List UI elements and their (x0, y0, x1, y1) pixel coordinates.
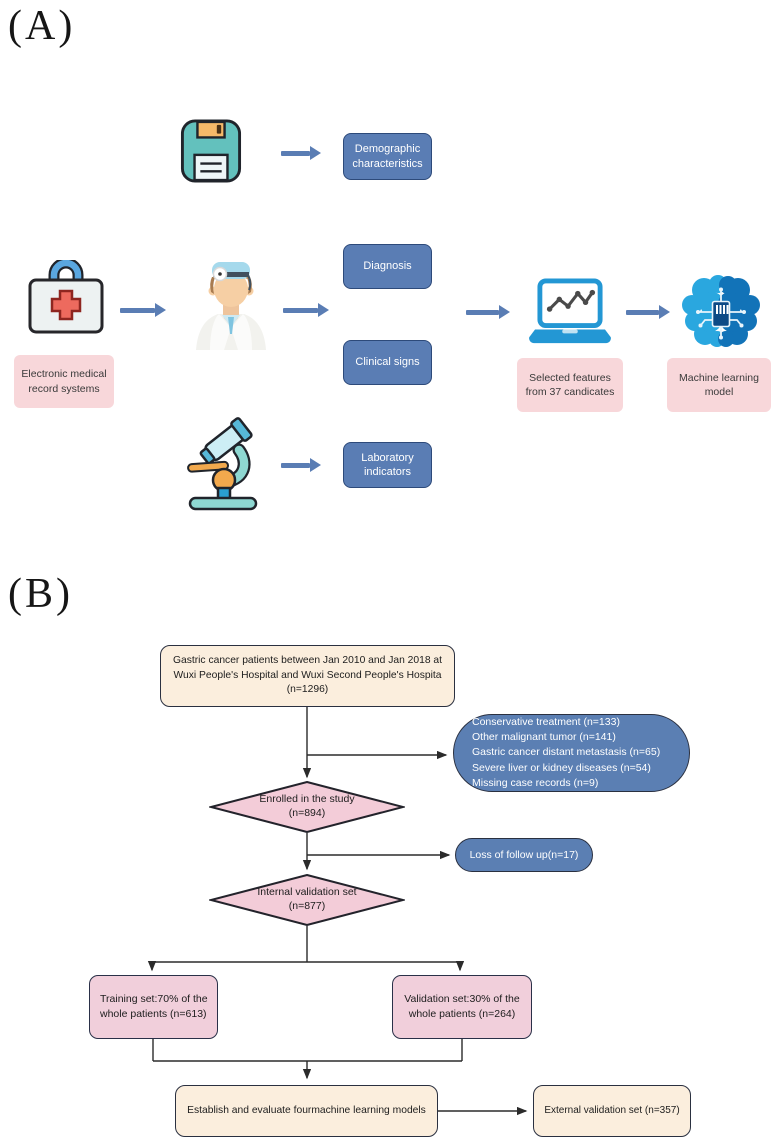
arrow-shaft (281, 462, 310, 468)
node-line: (n=877) (288, 900, 326, 912)
node-enrolled-diamond: Enrolled in the study (n=894) (207, 780, 407, 834)
node-demographic-characteristics: Demographic characteristics (343, 133, 432, 180)
node-line: Validation set:30% of the (404, 993, 520, 1006)
node-exclusion-criteria: Conservative treatment (n=133) Other mal… (453, 714, 690, 792)
arrow-shaft (281, 150, 310, 156)
exclusion-item: Severe liver or kidney diseases (n=54) (472, 761, 651, 774)
panel-a-label: (A) (8, 3, 76, 49)
node-line: (n=1296) (286, 684, 329, 696)
caption-electronic-medical-records: Electronic medical record systems (14, 355, 114, 408)
node-training-set: Training set:70% of the whole patients (… (89, 975, 218, 1039)
node-internal-validation-diamond: Internal validation set (n=877) (207, 873, 407, 927)
exclusion-item: Conservative treatment (n=133) (472, 715, 620, 728)
arrow-right-icon (281, 457, 321, 473)
arrow-head (318, 303, 329, 317)
arrow-right-icon (466, 304, 510, 320)
node-label: Establish and evaluate fourmachine learn… (187, 1104, 426, 1116)
laptop-chart-icon (529, 278, 611, 344)
medical-kit-icon (28, 260, 104, 334)
diamond-text: Internal validation set (n=877) (209, 874, 405, 926)
node-diagnosis: Diagnosis (343, 244, 432, 289)
caption-label: Machine learning model (679, 371, 759, 398)
node-label: Diagnosis (363, 260, 412, 273)
arrow-right-icon (120, 302, 166, 318)
node-line: (n=894) (288, 807, 326, 819)
node-line: Internal validation set (257, 886, 357, 899)
arrow-right-icon (626, 304, 670, 320)
diamond-shape (207, 780, 407, 834)
doctor-icon (196, 262, 266, 350)
node-establish-models: Establish and evaluate fourmachine learn… (175, 1085, 438, 1137)
arrow-head (499, 305, 510, 319)
node-line: Enrolled in the study (259, 793, 355, 806)
arrow-shaft (466, 309, 499, 315)
ai-brain-icon (682, 275, 760, 347)
node-line: Training set:70% of the (100, 993, 208, 1006)
node-laboratory-indicators: Laboratory indicators (343, 442, 432, 488)
node-label: Loss of follow up(n=17) (469, 849, 579, 861)
arrow-head (155, 303, 166, 317)
arrow-right-icon (281, 145, 321, 161)
arrow-shaft (283, 307, 318, 313)
arrow-shaft (120, 307, 155, 313)
node-line: whole patients (n=264) (408, 1008, 516, 1020)
arrow-head (310, 458, 321, 472)
node-line: whole patients (n=613) (100, 1008, 207, 1020)
node-label: Laboratory indicators (361, 451, 414, 478)
arrow-head (659, 305, 670, 319)
exclusion-item: Gastric cancer distant metastasis (n=65) (472, 746, 661, 759)
node-line: Gastric cancer patients between Jan 2010… (172, 655, 443, 667)
arrow-head (310, 146, 321, 160)
node-clinical-signs: Clinical signs (343, 340, 432, 385)
arrow-right-icon (283, 302, 329, 318)
caption-machine-learning-model: Machine learning model (667, 358, 771, 412)
caption-selected-features: Selected features from 37 candicates (517, 358, 623, 412)
panel-b-label: (B) (8, 571, 73, 617)
node-label: External validation set (n=357) (544, 1105, 680, 1116)
exclusion-item: Other malignant tumor (n=141) (472, 731, 616, 744)
node-line: Wuxi People's Hospital and Wuxi Second P… (173, 669, 442, 681)
node-loss-of-follow-up: Loss of follow up(n=17) (455, 838, 593, 872)
exclusion-item: Missing case records (n=9) (472, 776, 599, 789)
floppy-disk-icon (180, 119, 242, 183)
node-gastric-cancer-patients: Gastric cancer patients between Jan 2010… (160, 645, 455, 707)
caption-label: Selected features from 37 candicates (525, 371, 615, 398)
node-external-validation-set: External validation set (n=357) (533, 1085, 691, 1137)
diamond-shape (207, 873, 407, 927)
diamond-text: Enrolled in the study (n=894) (209, 781, 405, 833)
caption-label: Electronic medical record systems (21, 368, 107, 395)
node-label: Demographic characteristics (352, 143, 423, 170)
node-validation-set: Validation set:30% of the whole patients… (392, 975, 532, 1039)
microscope-icon (187, 417, 258, 511)
node-label: Clinical signs (355, 356, 420, 369)
arrow-shaft (626, 309, 659, 315)
